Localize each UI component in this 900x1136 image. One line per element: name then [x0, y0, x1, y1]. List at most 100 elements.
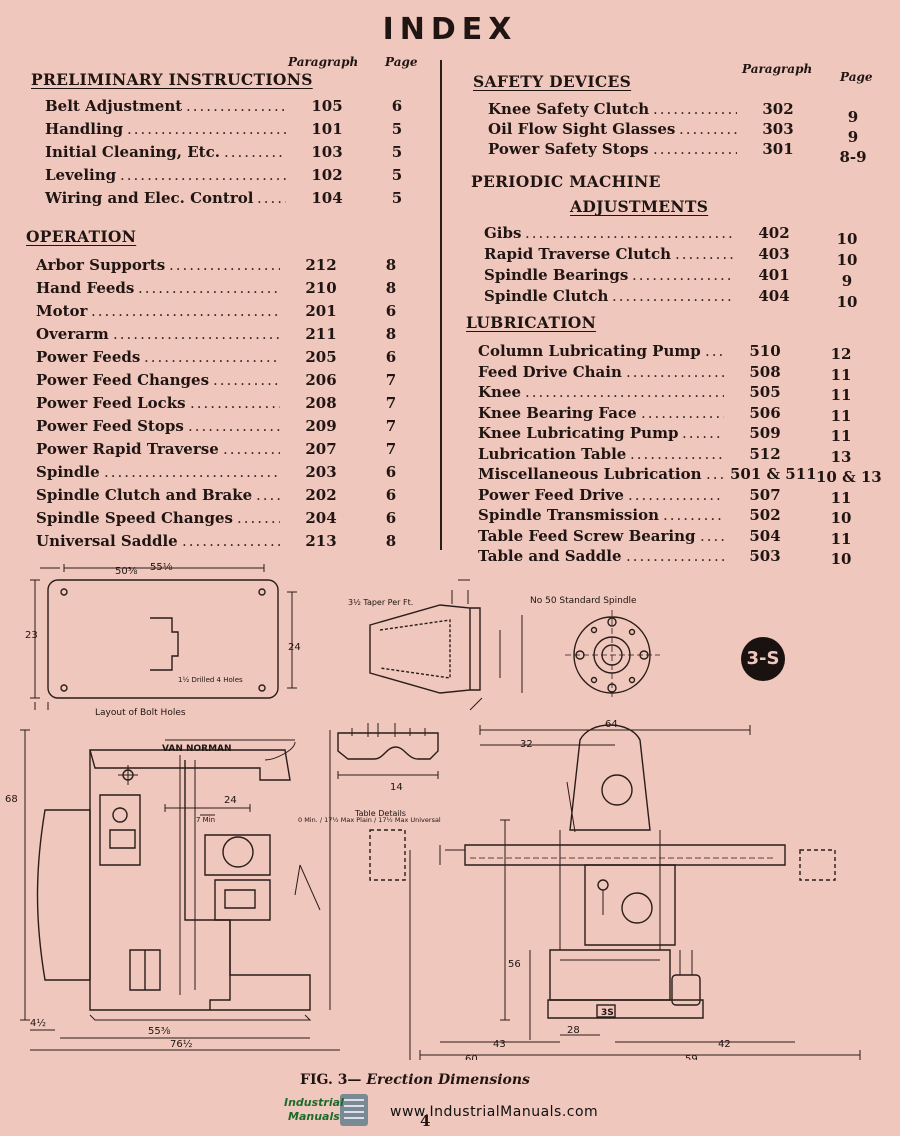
entry-label: Power Safety Stops — [488, 140, 649, 158]
leader-dots: ........................................ — [188, 417, 280, 435]
entry-label: Rapid Traverse Clutch — [484, 245, 672, 263]
entry-paragraph: 508 — [749, 362, 781, 381]
entry-page: 11 — [830, 488, 852, 507]
index-entry: Spindle Speed Changes...................… — [36, 507, 436, 529]
leader-dots: ........................................ — [525, 224, 733, 242]
entry-paragraph: 210 — [305, 279, 337, 297]
entry-label: Column Lubricating Pump — [478, 342, 701, 360]
entry-page: 8-9 — [839, 148, 867, 166]
bolt-layout-label: Layout of Bolt Holes — [95, 708, 186, 718]
entry-page: 10 — [836, 293, 858, 311]
leader-dots: ........................................ — [706, 465, 724, 483]
leader-dots: ........................................ — [705, 342, 724, 360]
entry-label: Spindle Bearings — [484, 266, 629, 284]
left-paragraph-header: Paragraph — [288, 55, 359, 69]
leader-dots: ........................................ — [256, 486, 280, 504]
dim-28-label: 28 — [567, 1025, 580, 1036]
entry-label: Table and Saddle — [478, 547, 622, 565]
leader-dots: ........................................ — [626, 547, 724, 565]
leader-dots: ........................................ — [653, 140, 737, 158]
entry-paragraph: 301 — [762, 140, 794, 158]
entry-paragraph: 503 — [749, 547, 781, 565]
entry-label: Gibs — [484, 224, 522, 242]
leader-dots: ........................................ — [257, 189, 286, 207]
entry-label: Power Rapid Traverse — [36, 440, 219, 458]
entry-paragraph: 402 — [758, 224, 790, 242]
leader-dots: ........................................ — [612, 287, 733, 305]
model-badge: 3-S — [741, 637, 785, 681]
dim-50-label: 50⅜ — [115, 566, 138, 577]
leader-dots: ........................................ — [525, 383, 724, 401]
leader-dots: ........................................ — [182, 532, 280, 550]
leader-dots: ........................................ — [120, 166, 286, 184]
right-paragraph-header: Paragraph — [742, 62, 813, 76]
entry-label: Motor — [36, 302, 88, 320]
entry-page: 11 — [830, 529, 852, 548]
dim-60-label: 60 — [465, 1054, 478, 1060]
entry-page: 9 — [847, 108, 859, 126]
leader-dots: ........................................ — [679, 120, 737, 138]
bolt-hole-layout-drawing — [30, 564, 297, 710]
right-page-header: Page — [840, 70, 873, 84]
entry-page: 5 — [391, 189, 403, 207]
entry-paragraph: 303 — [762, 120, 794, 138]
entry-label: Overarm — [36, 325, 109, 343]
index-entry: Miscellaneous Lubrication...............… — [478, 463, 898, 486]
entry-page: 10 — [836, 251, 858, 269]
entry-paragraph: 211 — [305, 325, 337, 343]
dim-55b-label: 55⅜ — [148, 1026, 171, 1037]
table-details-label: Table Details — [354, 809, 406, 818]
index-entry: Spindle Clutch and Brake................… — [36, 484, 436, 506]
entry-label: Belt Adjustment — [45, 97, 183, 115]
dim-14-label: 14 — [390, 782, 403, 793]
entry-page: 6 — [385, 348, 397, 366]
logo-line1: Industrial — [284, 1096, 344, 1109]
index-entry: Knee Bearing Face.......................… — [478, 402, 898, 425]
entry-paragraph: 502 — [749, 506, 781, 524]
index-entry: Gibs....................................… — [484, 222, 894, 248]
page-number: 4 — [420, 1112, 431, 1130]
dim-76-label: 76½ — [170, 1038, 193, 1050]
entry-page: 5 — [391, 166, 403, 184]
entry-paragraph: 506 — [749, 403, 781, 422]
dim-64-label: 64 — [605, 719, 618, 730]
entry-page: 11 — [830, 386, 852, 404]
index-entry: Initial Cleaning, Etc...................… — [45, 141, 445, 163]
leader-dots: ........................................ — [237, 509, 280, 527]
section-safety-heading: SAFETY DEVICES — [473, 72, 632, 91]
dim-23-label: 23 — [25, 630, 38, 641]
entry-label: Leveling — [45, 166, 117, 184]
entry-page: 6 — [385, 463, 397, 481]
dim-32-label: 32 — [520, 739, 533, 750]
section-periodic-heading-1: PERIODIC MACHINE — [471, 172, 661, 191]
index-entry: Arbor Supports..........................… — [36, 254, 436, 276]
index-entry: Hand Feeds..............................… — [36, 277, 436, 299]
side-elevation-machine-drawing — [20, 729, 340, 1051]
spindle-taper-drawing — [369, 579, 523, 711]
entry-paragraph: 505 — [749, 383, 781, 401]
entry-label: Oil Flow Sight Glasses — [488, 120, 676, 138]
entry-label: Arbor Supports — [36, 256, 166, 274]
entry-label: Knee Lubricating Pump — [478, 424, 679, 442]
entry-paragraph: 504 — [749, 526, 781, 545]
entry-page: 8 — [385, 256, 397, 274]
entry-page: 10 — [836, 230, 858, 248]
entry-paragraph: 204 — [305, 509, 337, 527]
entry-page: 8 — [385, 532, 397, 550]
index-entry: Wiring and Elec. Control................… — [45, 187, 445, 209]
index-entry: Belt Adjustment.........................… — [45, 95, 445, 117]
entry-page: 7 — [385, 371, 397, 389]
entry-label: Table Feed Screw Bearing — [478, 526, 696, 545]
entry-label: Power Feed Stops — [36, 417, 184, 435]
leader-dots: ........................................ — [91, 302, 280, 320]
entry-paragraph: 208 — [305, 394, 337, 412]
entry-paragraph: 401 — [758, 266, 790, 284]
entry-page: 11 — [830, 427, 852, 445]
index-entry: Power Safety Stops......................… — [488, 138, 888, 166]
entry-page: 8 — [385, 279, 397, 297]
leader-dots: ........................................ — [127, 120, 286, 138]
index-entry: Power Feed Stops........................… — [36, 415, 436, 437]
entry-paragraph: 213 — [305, 532, 337, 550]
entry-page: 7 — [385, 394, 397, 412]
